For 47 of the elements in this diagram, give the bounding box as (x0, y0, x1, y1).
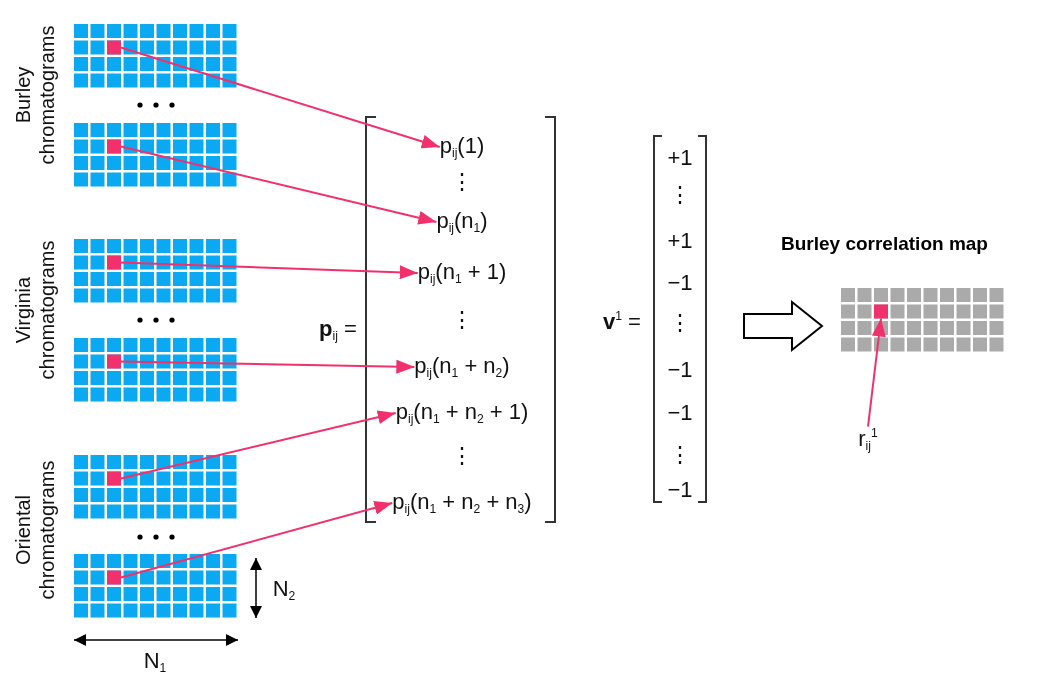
vector-entry: ⋮ (669, 182, 691, 208)
matrix-entry: p$_{ij}$(n$_{1}$) (436, 208, 488, 236)
map-heading: Burley correlation map (781, 233, 988, 255)
arrow (120, 359, 416, 374)
arrow (120, 501, 394, 579)
vector-entry: ⋮ (669, 310, 691, 336)
vector-entry: −1 (667, 477, 693, 503)
chromatogram-grid-drawing (74, 554, 237, 618)
chromatogram-grid-drawing (74, 24, 237, 88)
chromatogram-grid-drawing (74, 455, 237, 519)
group-label: Oriental chromatograms (11, 459, 59, 602)
vector-entry: −1 (667, 270, 693, 296)
equation-label: v$^{1}$ = (603, 309, 641, 335)
vertical-ellipsis: ⋮ (451, 443, 473, 469)
highlighted-cell (107, 354, 121, 369)
arrow (120, 145, 438, 225)
chromatogram-grid-drawing (74, 338, 237, 402)
highlighted-cell (107, 40, 121, 55)
arrow (120, 410, 397, 480)
group-label: Burley chromatograms (11, 24, 59, 167)
matrix-entry: p$_{ij}$(n$_{1}$ + 1) (417, 259, 507, 287)
dimension-label: N$_{1}$ (143, 648, 167, 676)
matrix-entry: p$_{ij}$(n$_{1}$ + n$_{2}$ + n$_{3}$) (392, 489, 532, 517)
group-label: Virginia chromatograms (11, 239, 59, 382)
highlighted-cell (107, 255, 121, 270)
highlighted-cell (107, 139, 121, 154)
vertical-ellipsis: ⋮ (451, 307, 473, 333)
chromatogram-grid-drawing (74, 123, 237, 187)
equation-label: p$_{ij}$ = (319, 316, 357, 344)
arrow (120, 46, 441, 149)
block-arrow (743, 299, 824, 353)
vector-entry: +1 (667, 145, 693, 171)
arrow (120, 261, 419, 280)
dimension-label: N$_{2}$ (272, 576, 296, 604)
highlighted-cell (107, 570, 121, 585)
vector-entry: −1 (667, 357, 693, 383)
highlighted-cell (874, 304, 888, 319)
vertical-ellipsis: ⋮ (451, 169, 473, 195)
vector-entry: −1 (667, 400, 693, 426)
chromatogram-grid-drawing (74, 239, 237, 303)
arrow (867, 317, 886, 428)
matrix-entry: p$_{ij}$(n$_{1}$ + n$_{2}$ + 1) (395, 399, 529, 427)
vector-entry: ⋮ (669, 442, 691, 468)
matrix-entry: p$_{ij}$(1) (439, 133, 485, 161)
matrix-entry: p$_{ij}$(n$_{1}$ + n$_{2}$) (414, 353, 510, 381)
vector-entry: +1 (667, 228, 693, 254)
highlighted-cell (107, 471, 121, 486)
